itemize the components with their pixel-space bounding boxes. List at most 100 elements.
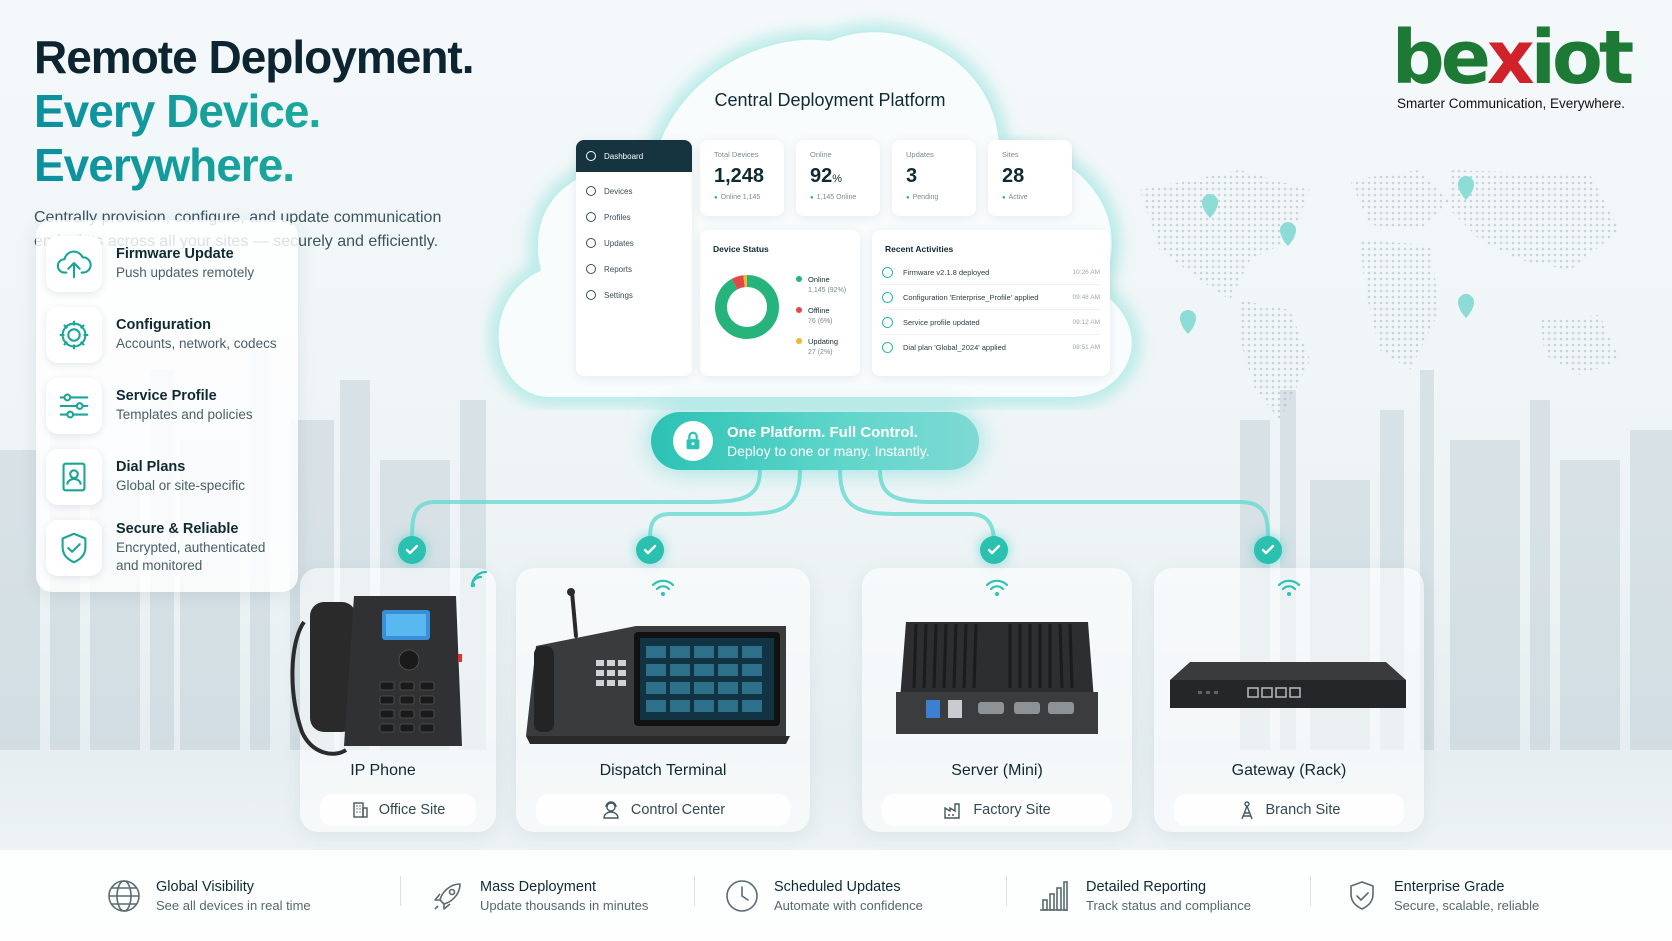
activity-text: Firmware v2.1.8 deployed (903, 267, 990, 277)
benefit-title: Detailed Reporting (1086, 878, 1207, 895)
contact-book-icon (46, 448, 102, 505)
stat-sites: Sites 28 Active (988, 140, 1072, 216)
stat-number: 1,248 (714, 165, 765, 187)
feature-title: Secure & Reliable (116, 520, 239, 537)
stat-number: 92 (810, 165, 833, 187)
ip-phone-image (290, 596, 462, 756)
feature-desc: Templates and policies (116, 406, 253, 422)
banner-headline: One Platform. Full Control. (727, 423, 918, 441)
device-card-server-mini[interactable]: Server (Mini) Factory Site (862, 568, 1132, 832)
feature-dial-plans: Dial Plans Global or site-specific (36, 441, 298, 512)
activity-text: Dial plan 'Global_2024' applied (903, 343, 1006, 352)
nav-label: Settings (604, 290, 633, 300)
connector-lines (410, 468, 1270, 544)
nav-profiles[interactable]: Profiles (576, 204, 692, 230)
features-panel: Firmware Update Push updates remotely Co… (36, 220, 298, 592)
tower-icon (1240, 801, 1253, 820)
activity-icon (882, 291, 893, 303)
device-card-ip-phone[interactable]: IP Phone Office Site (290, 568, 496, 832)
world-map-graphic (1140, 170, 1620, 420)
stat-value: 28 (1002, 165, 1058, 188)
stat-value: 92% (810, 165, 866, 188)
site-name: Control Center (630, 802, 726, 818)
feature-title: Configuration (116, 316, 212, 333)
site-name: Factory Site (973, 802, 1051, 818)
rack-gateway-image (1170, 662, 1406, 708)
feature-service-profile: Service Profile Templates and policies (36, 370, 298, 441)
stat-label: Online (810, 150, 832, 159)
panel-title: Recent Activities (885, 244, 954, 254)
feature-desc: Encrypted, authenticated and monitored (116, 539, 266, 573)
nav-reports[interactable]: Reports (576, 256, 692, 282)
brand-logo: bexiot Smarter Communication, Everywhere… (1386, 18, 1636, 111)
stat-sub: Pending (906, 194, 962, 201)
activity-time: 09:48 AM (1072, 293, 1100, 301)
nav-devices[interactable]: Devices (576, 178, 692, 204)
wifi-icon (985, 579, 1009, 596)
site-name: Office Site (378, 802, 446, 818)
stat-label: Updates (906, 150, 934, 159)
feature-desc: Push updates remotely (116, 264, 255, 280)
nav-dashboard[interactable]: Dashboard (576, 140, 692, 172)
feature-secure-reliable: Secure & Reliable Encrypted, authenticat… (36, 512, 298, 583)
nav-updates[interactable]: Updates (576, 230, 692, 256)
activity-icon (882, 316, 893, 328)
stat-updates: Updates 3 Pending (892, 140, 976, 216)
feature-title: Service Profile (116, 387, 217, 404)
activity-icon (882, 342, 893, 353)
globe-icon (104, 876, 144, 916)
benefit-title: Enterprise Grade (1394, 878, 1505, 895)
donut-segment-online (715, 275, 779, 339)
site-label: Factory Site (882, 794, 1112, 826)
platform-banner: One Platform. Full Control. Deploy to on… (651, 412, 979, 470)
nav-settings[interactable]: Settings (576, 282, 692, 308)
building-icon (352, 802, 368, 818)
activity-row[interactable]: Configuration 'Enterprise_Profile' appli… (882, 285, 1100, 310)
feature-title: Dial Plans (116, 458, 186, 475)
activity-row[interactable]: Dial plan 'Global_2024' applied 08:51 AM (882, 335, 1100, 360)
donut-segment-updating (715, 275, 779, 339)
activity-row[interactable]: Firmware v2.1.8 deployed 10:26 AM (882, 260, 1100, 285)
feature-desc: Global or site-specific (116, 477, 246, 493)
gear-icon (46, 306, 102, 363)
clock-icon (722, 876, 762, 916)
check-icon (980, 536, 1008, 564)
platform-title: Central Deployment Platform (714, 90, 946, 110)
divider (694, 876, 695, 906)
settings-icon (586, 290, 596, 300)
device-name: Gateway (Rack) (1231, 762, 1347, 779)
activity-icon (882, 266, 893, 278)
activity-time: 10:26 AM (1072, 268, 1100, 276)
stat-sub: 1,145 Online (810, 194, 866, 201)
device-name: Dispatch Terminal (599, 762, 727, 779)
activity-time: 08:51 AM (1072, 344, 1100, 351)
legend-label: Offline (808, 306, 830, 315)
stat-number: 28 (1002, 165, 1025, 187)
legend-dot (796, 307, 802, 313)
nav-label: Profiles (604, 212, 631, 222)
feature-firmware-update: Firmware Update Push updates remotely (36, 228, 298, 299)
benefit-title: Scheduled Updates (774, 878, 901, 895)
legend-dot (796, 338, 802, 344)
activity-text: Service profile updated (903, 317, 980, 327)
device-card-gateway-rack[interactable]: Gateway (Rack) Branch Site (1154, 568, 1424, 832)
check-icon (398, 536, 426, 564)
benefit-desc: Automate with confidence (774, 897, 923, 913)
site-label: Branch Site (1174, 794, 1404, 826)
cloud-upload-icon (46, 235, 102, 292)
feature-configuration: Configuration Accounts, network, codecs (36, 299, 298, 370)
sliders-icon (46, 377, 102, 434)
benefit-desc: Secure, scalable, reliable (1394, 897, 1540, 913)
stat-total-devices: Total Devices 1,248 Online 1,145 (700, 140, 784, 216)
bar-chart-icon (1034, 876, 1074, 916)
updates-icon (586, 238, 596, 248)
device-card-dispatch-terminal[interactable]: Dispatch Terminal Control Center (516, 568, 810, 832)
